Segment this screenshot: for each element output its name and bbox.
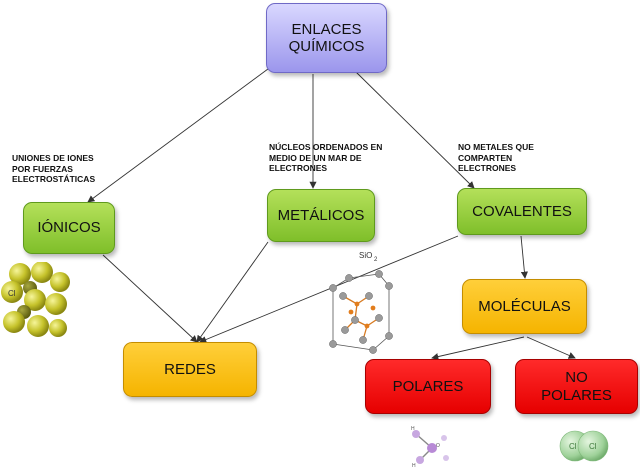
- arrow-moleculas-polares: [431, 336, 525, 361]
- nacl-lattice-image: Cl: [1, 262, 70, 337]
- h2o-o-label: O: [436, 443, 440, 449]
- arrow-root-covalentes: [355, 71, 475, 189]
- arrow-ionicos-redes: [102, 254, 198, 343]
- node-redes[interactable]: REDES: [123, 342, 257, 397]
- node-enlaces-quimicos[interactable]: ENLACES QUÍMICOS: [266, 3, 387, 73]
- arrow-covalentes-redes: [199, 235, 459, 343]
- arrow-covalentes-moleculas: [520, 235, 528, 279]
- sio2-label: SiO: [359, 251, 372, 260]
- note-metalicos: NÚCLEOS ORDENADOS EN MEDIO DE UN MAR DE …: [269, 142, 383, 174]
- node-metalicos[interactable]: METÁLICOS: [267, 189, 375, 242]
- node-ionicos[interactable]: IÓNICOS: [23, 202, 115, 254]
- node-covalentes[interactable]: COVALENTES: [457, 188, 587, 235]
- note-covalentes: NO METALES QUE COMPARTEN ELECTRONES: [458, 142, 534, 174]
- node-polares[interactable]: POLARES: [365, 359, 491, 414]
- node-moleculas[interactable]: MOLÉCULAS: [462, 279, 587, 334]
- note-ionicos: UNIONES DE IONES POR FUERZAS ELECTROSTÁT…: [12, 153, 96, 185]
- sio2-network-image: SiO 2: [329, 251, 393, 354]
- node-no-polares[interactable]: NO POLARES: [515, 359, 638, 414]
- cl2-b-label: Cl: [589, 442, 597, 451]
- arrow-metalicos-redes: [196, 241, 269, 343]
- cl2-molecule-image: Cl Cl: [559, 430, 609, 462]
- arrow-root-ionicos: [87, 65, 273, 203]
- cl2-a-label: Cl: [569, 442, 577, 451]
- h2o-molecule-image: H O H: [411, 426, 449, 468]
- h2o-h1-label: H: [411, 426, 415, 432]
- sio2-subscript: 2: [374, 257, 378, 263]
- nacl-cl-label: Cl: [8, 289, 16, 298]
- arrow-moleculas-nopolares: [526, 336, 576, 359]
- h2o-h2-label: H: [412, 463, 416, 468]
